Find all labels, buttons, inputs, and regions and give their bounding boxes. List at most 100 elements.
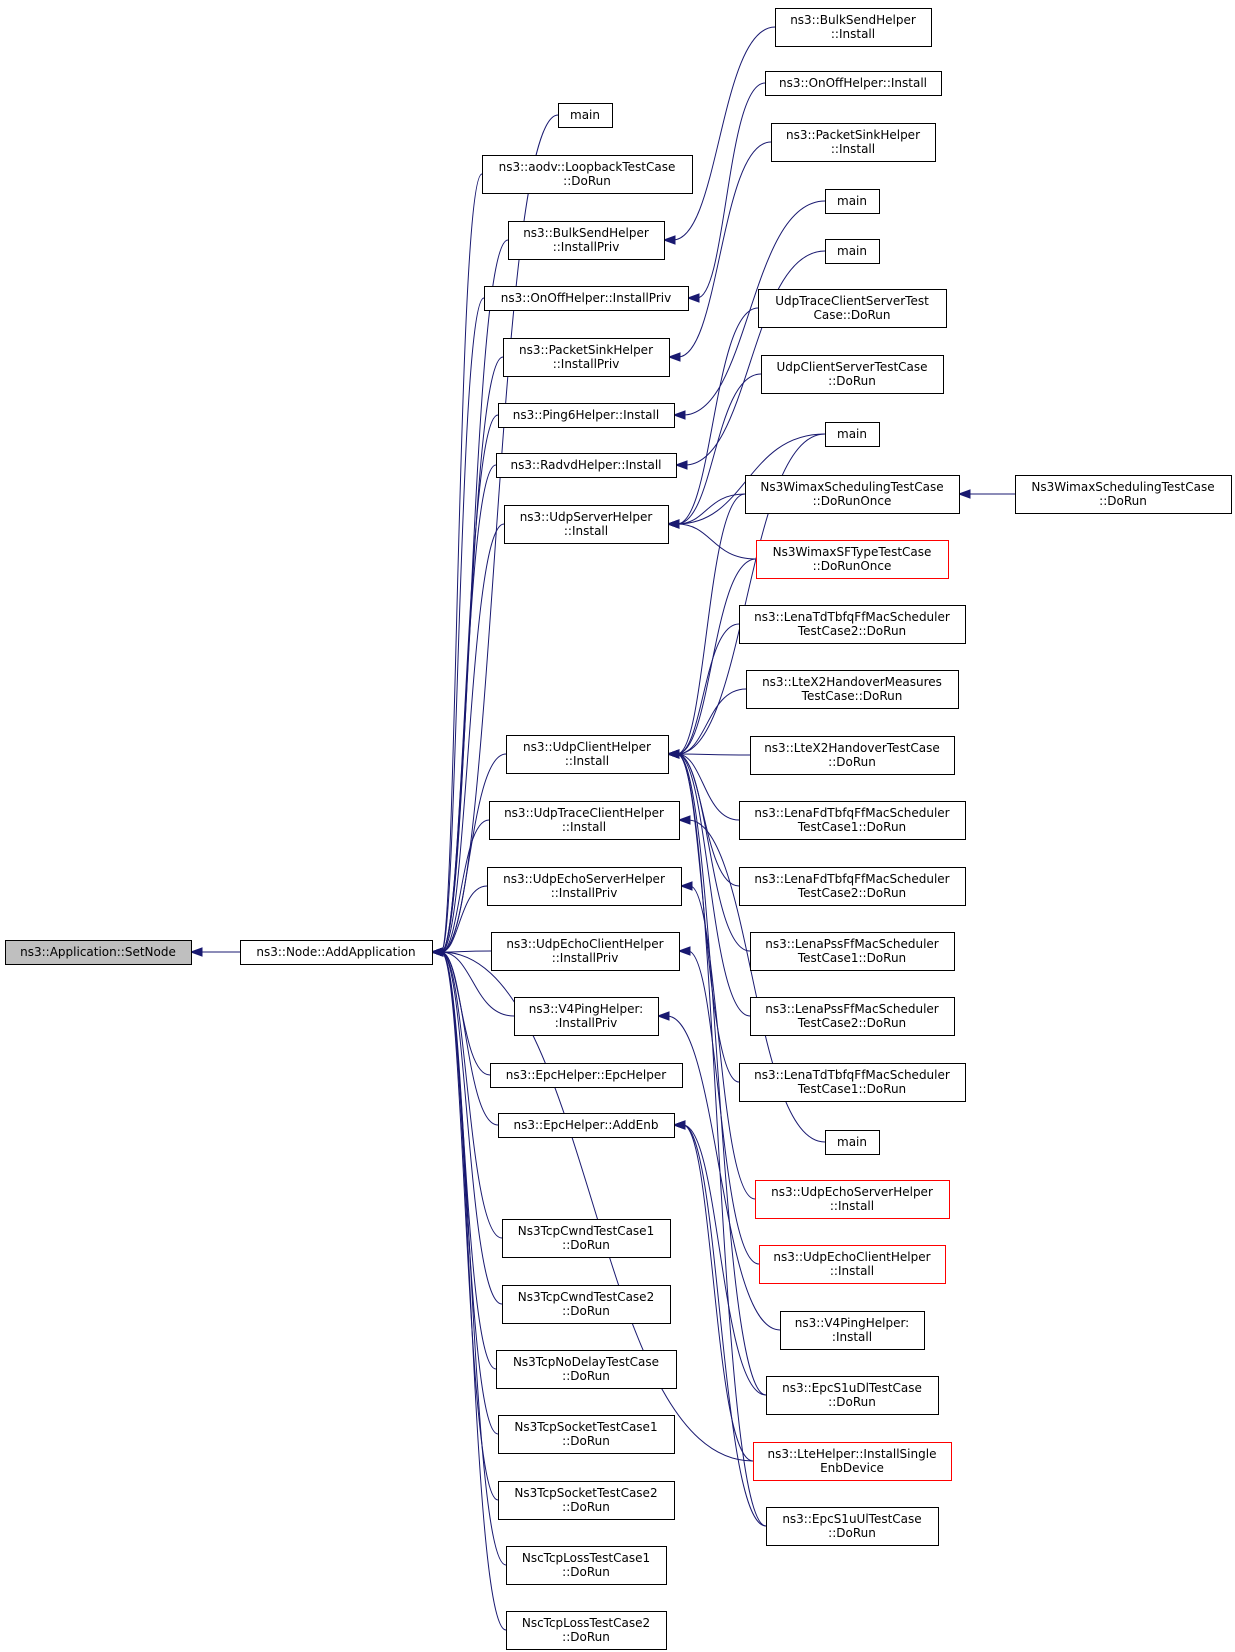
- node-box[interactable]: [739, 605, 966, 644]
- node-onoffinst[interactable]: ns3::OnOffHelper::Install: [765, 71, 942, 96]
- node-box[interactable]: [750, 736, 955, 775]
- node-box[interactable]: [825, 422, 880, 447]
- node-echoserverpriv[interactable]: ns3::UdpEchoServerHelper::InstallPriv: [487, 867, 682, 906]
- node-box[interactable]: [498, 1415, 675, 1454]
- node-box[interactable]: [750, 932, 955, 971]
- node-box[interactable]: [825, 189, 880, 214]
- node-box[interactable]: [771, 123, 936, 162]
- node-epcs1uul[interactable]: ns3::EpcS1uUlTestCase::DoRun: [766, 1507, 939, 1546]
- node-box[interactable]: [240, 940, 433, 965]
- node-box[interactable]: [503, 338, 670, 377]
- node-box[interactable]: [484, 286, 689, 311]
- node-bulkpriv[interactable]: ns3::BulkSendHelper::InstallPriv: [508, 221, 665, 260]
- node-box[interactable]: [514, 997, 659, 1036]
- node-box[interactable]: [490, 1063, 683, 1088]
- node-socket2[interactable]: Ns3TcpSocketTestCase2::DoRun: [498, 1481, 675, 1520]
- node-sinkinst[interactable]: ns3::PacketSinkHelper::Install: [771, 123, 936, 162]
- node-box[interactable]: [502, 1285, 671, 1324]
- node-box[interactable]: [765, 71, 942, 96]
- node-radvd[interactable]: ns3::RadvdHelper::Install: [496, 453, 677, 478]
- node-echoclientpriv[interactable]: ns3::UdpEchoClientHelper::InstallPriv: [491, 932, 680, 971]
- node-box[interactable]: [739, 801, 966, 840]
- node-box[interactable]: [506, 735, 669, 774]
- node-box[interactable]: [5, 940, 192, 965]
- node-socket1[interactable]: Ns3TcpSocketTestCase1::DoRun: [498, 1415, 675, 1454]
- node-box[interactable]: [498, 1113, 675, 1138]
- node-sinkpriv[interactable]: ns3::PacketSinkHelper::InstallPriv: [503, 338, 670, 377]
- node-echoclientinst[interactable]: ns3::UdpEchoClientHelper::Install: [759, 1245, 946, 1284]
- node-box[interactable]: [758, 289, 947, 328]
- node-box[interactable]: [759, 1245, 946, 1284]
- node-box[interactable]: [739, 867, 966, 906]
- node-onoffpriv[interactable]: ns3::OnOffHelper::InstallPriv: [484, 286, 689, 311]
- node-box[interactable]: [496, 1350, 677, 1389]
- node-setnode[interactable]: ns3::Application::SetNode: [5, 940, 192, 965]
- node-udpclient[interactable]: ns3::UdpClientHelper::Install: [506, 735, 669, 774]
- node-cwnd2[interactable]: Ns3TcpCwndTestCase2::DoRun: [502, 1285, 671, 1324]
- node-lenapss1[interactable]: ns3::LenaPssFfMacSchedulerTestCase1::DoR…: [750, 932, 955, 971]
- node-ping6[interactable]: ns3::Ping6Helper::Install: [498, 403, 675, 428]
- node-box[interactable]: [825, 239, 880, 264]
- node-lenatd2[interactable]: ns3::LenaTdTbfqFfMacSchedulerTestCase2::…: [739, 605, 966, 644]
- node-box[interactable]: [766, 1376, 939, 1415]
- node-box[interactable]: [508, 221, 665, 260]
- node-box[interactable]: [504, 505, 669, 544]
- node-cwnd1[interactable]: Ns3TcpCwndTestCase1::DoRun: [502, 1219, 671, 1258]
- node-wimaxsf[interactable]: Ns3WimaxSFTypeTestCase::DoRunOnce: [756, 540, 949, 579]
- node-lenapss2[interactable]: ns3::LenaPssFfMacSchedulerTestCase2::DoR…: [750, 997, 955, 1036]
- node-udpserver[interactable]: ns3::UdpServerHelper::Install: [504, 505, 669, 544]
- node-echoserverinst[interactable]: ns3::UdpEchoServerHelper::Install: [755, 1180, 950, 1219]
- node-main-d[interactable]: main: [825, 422, 880, 447]
- node-box[interactable]: [825, 1130, 880, 1155]
- node-udptrace[interactable]: ns3::UdpTraceClientHelper::Install: [489, 801, 680, 840]
- node-epchelper[interactable]: ns3::EpcHelper::EpcHelper: [490, 1063, 683, 1088]
- node-box[interactable]: [753, 1442, 952, 1481]
- node-epcs1udl[interactable]: ns3::EpcS1uDlTestCase::DoRun: [766, 1376, 939, 1415]
- node-main-e[interactable]: main: [825, 1130, 880, 1155]
- node-ltex2meas[interactable]: ns3::LteX2HandoverMeasuresTestCase::DoRu…: [746, 670, 959, 709]
- node-box[interactable]: [739, 1063, 966, 1102]
- node-box[interactable]: [558, 103, 613, 128]
- node-box[interactable]: [506, 1611, 667, 1650]
- node-v4pinginst[interactable]: ns3::V4PingHelper::Install: [780, 1311, 925, 1350]
- node-v4pingpriv[interactable]: ns3::V4PingHelper::InstallPriv: [514, 997, 659, 1036]
- node-box[interactable]: [750, 997, 955, 1036]
- node-box[interactable]: [1015, 475, 1232, 514]
- node-lenafd2[interactable]: ns3::LenaFdTbfqFfMacSchedulerTestCase2::…: [739, 867, 966, 906]
- node-nscloss2[interactable]: NscTcpLossTestCase2::DoRun: [506, 1611, 667, 1650]
- node-box[interactable]: [489, 801, 680, 840]
- node-box[interactable]: [775, 8, 932, 47]
- node-box[interactable]: [502, 1219, 671, 1258]
- node-nscloss1[interactable]: NscTcpLossTestCase1::DoRun: [506, 1546, 667, 1585]
- node-addapp[interactable]: ns3::Node::AddApplication: [240, 940, 433, 965]
- node-box[interactable]: [491, 932, 680, 971]
- node-addenb[interactable]: ns3::EpcHelper::AddEnb: [498, 1113, 675, 1138]
- node-box[interactable]: [498, 1481, 675, 1520]
- node-main-b[interactable]: main: [825, 189, 880, 214]
- node-udpcstest[interactable]: UdpClientServerTestCase::DoRun: [761, 355, 944, 394]
- node-main-c[interactable]: main: [825, 239, 880, 264]
- node-wimaxsched[interactable]: Ns3WimaxSchedulingTestCase::DoRunOnce: [745, 475, 960, 514]
- node-box[interactable]: [761, 355, 944, 394]
- node-lenafd1[interactable]: ns3::LenaFdTbfqFfMacSchedulerTestCase1::…: [739, 801, 966, 840]
- node-box[interactable]: [755, 1180, 950, 1219]
- node-box[interactable]: [506, 1546, 667, 1585]
- node-nodelay[interactable]: Ns3TcpNoDelayTestCase::DoRun: [496, 1350, 677, 1389]
- node-bulkinst[interactable]: ns3::BulkSendHelper::Install: [775, 8, 932, 47]
- node-wimaxschedrun[interactable]: Ns3WimaxSchedulingTestCase::DoRun: [1015, 475, 1232, 514]
- node-box[interactable]: [496, 453, 677, 478]
- node-ltex2[interactable]: ns3::LteX2HandoverTestCase::DoRun: [750, 736, 955, 775]
- node-lenatd1[interactable]: ns3::LenaTdTbfqFfMacSchedulerTestCase1::…: [739, 1063, 966, 1102]
- node-main-a[interactable]: main: [558, 103, 613, 128]
- node-box[interactable]: [756, 540, 949, 579]
- node-box[interactable]: [766, 1507, 939, 1546]
- node-box[interactable]: [745, 475, 960, 514]
- node-box[interactable]: [780, 1311, 925, 1350]
- node-box[interactable]: [482, 155, 693, 194]
- node-aodv[interactable]: ns3::aodv::LoopbackTestCase::DoRun: [482, 155, 693, 194]
- node-box[interactable]: [487, 867, 682, 906]
- node-box[interactable]: [498, 403, 675, 428]
- node-box[interactable]: [746, 670, 959, 709]
